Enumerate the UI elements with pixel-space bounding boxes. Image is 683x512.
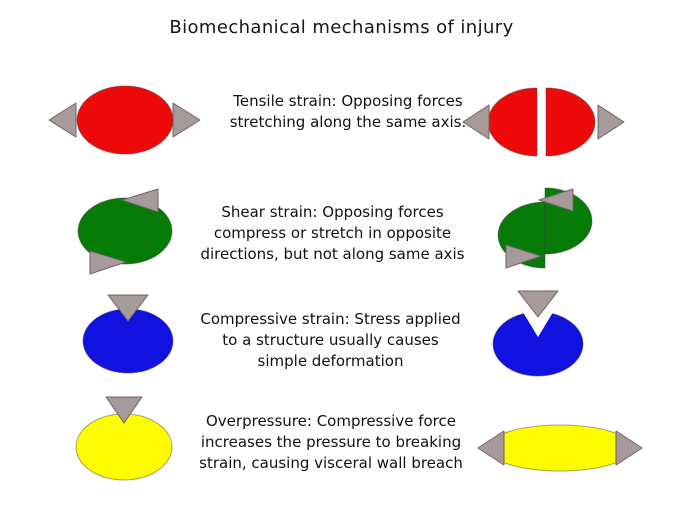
shear-bottom-arrow-icon (89, 250, 127, 275)
caption-line: Tensile strain: Opposing forces (233, 92, 463, 110)
caption-line: directions, but not along same axis (200, 245, 465, 263)
shear-intact-figure (77, 188, 173, 275)
burst-left-arrow-icon (477, 430, 505, 466)
press-down-arrow-icon (517, 290, 559, 318)
green-ellipse-intact (77, 197, 173, 265)
press-down-arrow-icon (105, 396, 143, 424)
compressive-intact-figure (82, 294, 174, 374)
shear-bottom-arrow-icon (505, 244, 542, 269)
shear-top-arrow-icon (538, 188, 574, 212)
caption-line: compress or stretch in opposite (213, 224, 452, 242)
pull-left-arrow-icon (462, 104, 490, 140)
caption-line: simple deformation (257, 352, 404, 370)
red-ellipse-right-half (545, 87, 596, 157)
pull-right-arrow-icon (172, 102, 201, 138)
yellow-ellipse-stretched (486, 424, 634, 472)
shear-top-arrow-icon (121, 188, 159, 213)
tensile-intact-figure (48, 85, 201, 155)
overpressure-caption: Overpressure: Compressive force increase… (176, 411, 486, 474)
pull-left-arrow-icon (48, 102, 77, 138)
caption-line: Shear strain: Opposing forces (221, 203, 444, 221)
burst-right-arrow-icon (615, 430, 643, 466)
caption-line: strain, causing visceral wall breach (199, 454, 463, 472)
caption-line: Overpressure: Compressive force (206, 412, 456, 430)
tensile-split-figure (462, 87, 625, 157)
overpressure-stretched-figure (477, 424, 643, 472)
red-ellipse-left-half (487, 87, 538, 157)
caption-line: increases the pressure to breaking (200, 433, 462, 451)
page-title: Biomechanical mechanisms of injury (169, 17, 514, 38)
overpressure-intact-figure (75, 396, 173, 481)
shear-caption: Shear strain: Opposing forces compress o… (180, 202, 485, 265)
tensile-caption: Tensile strain: Opposing forces stretchi… (208, 91, 488, 133)
yellow-ellipse-intact (75, 413, 173, 481)
compressive-deformed-figure (492, 290, 584, 377)
shear-deformed-figure (497, 187, 593, 269)
caption-line: to a structure usually causes (222, 331, 439, 349)
caption-line: stretching along the same axis. (229, 113, 467, 131)
dent-notch (518, 304, 558, 337)
red-ellipse-intact (76, 85, 174, 155)
caption-line: Compressive strain: Stress applied (200, 310, 461, 328)
compressive-caption: Compressive strain: Stress applied to a … (178, 309, 483, 372)
press-down-arrow-icon (107, 294, 149, 322)
pull-right-arrow-icon (597, 104, 625, 140)
